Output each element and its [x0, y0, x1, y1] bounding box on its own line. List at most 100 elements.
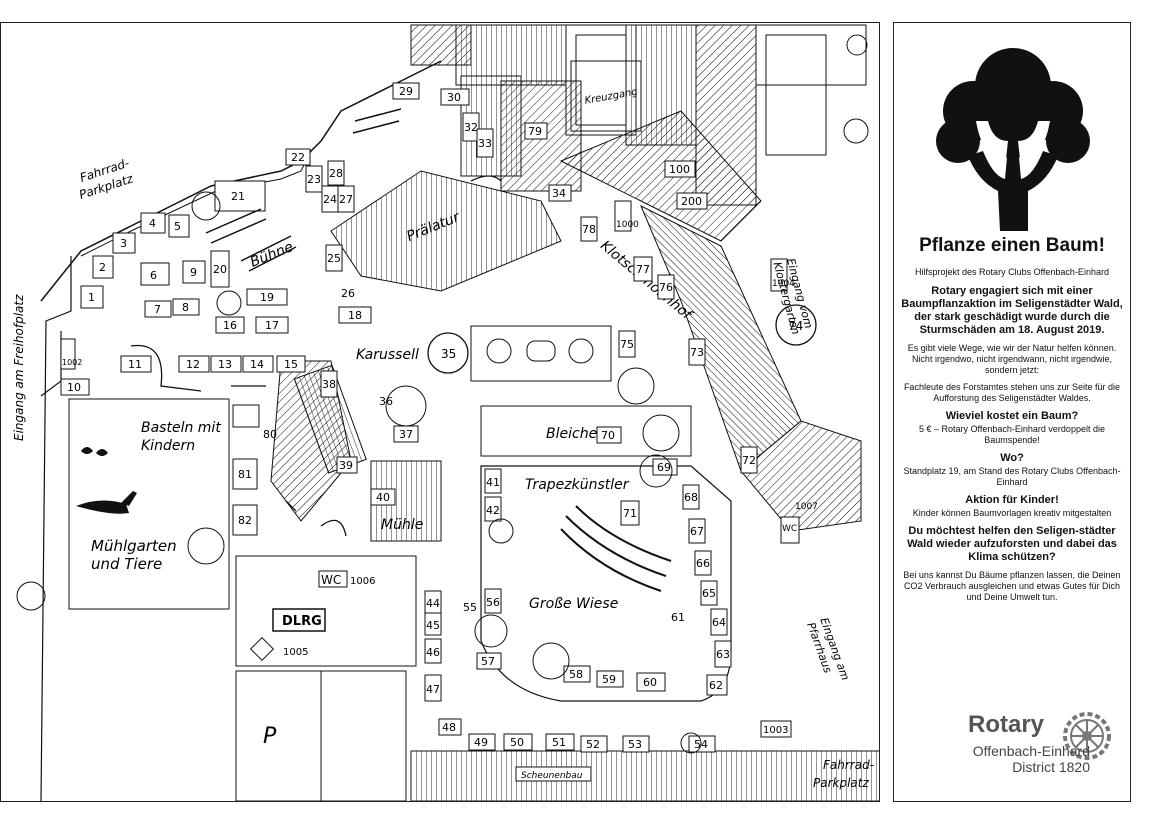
benches	[205, 108, 402, 272]
stand-15: 15	[284, 358, 298, 371]
trapezkuenstler-label: Trapezkünstler	[525, 477, 630, 493]
stand-3: 3	[120, 237, 127, 250]
stand-51: 51	[552, 736, 566, 749]
festival-site-map: Kreuzgang Prälatur Klotschmohnhof Mühle …	[0, 22, 880, 802]
stand-17: 17	[265, 319, 279, 332]
panel-cost-heading: Wieviel kostet ein Baum?	[945, 410, 1079, 422]
grosse-wiese-label: Große Wiese	[529, 596, 618, 612]
stand-4: 4	[149, 217, 156, 230]
rotary-wordmark: Rotary	[968, 711, 1045, 738]
stand-65: 65	[702, 587, 716, 600]
stand-59: 59	[602, 673, 616, 686]
bleiche-label: Bleiche	[546, 426, 597, 442]
stand-62: 62	[709, 679, 723, 692]
stand-38: 38	[322, 378, 336, 391]
peacock-icon	[76, 491, 137, 514]
panel-help-heading: Du möchtest helfen den Seligen-städter W…	[907, 525, 1117, 563]
stand-32: 32	[464, 121, 478, 134]
stand-2: 2	[99, 261, 106, 274]
panel-text-2: Fachleute des Forstamtes stehen uns zur …	[903, 382, 1121, 403]
stand-7: 7	[154, 303, 161, 316]
stand-80: 80	[263, 428, 277, 441]
tree-hands-logo-icon	[936, 48, 1090, 231]
panel-intro: Rotary engagiert sich mit einer Baumpfla…	[901, 285, 1123, 336]
stand-76: 76	[659, 281, 673, 294]
fahrrad-bottom-label: Fahrrad-Parkplatz	[813, 758, 874, 790]
stand-26: 26	[341, 287, 355, 300]
stand-5: 5	[174, 220, 181, 233]
stand-10: 10	[67, 381, 81, 394]
stand-58: 58	[569, 668, 583, 681]
panel-title: Pflanze einen Baum!	[919, 235, 1105, 256]
eingang-freihof-label: Eingang am Freihofplatz	[12, 294, 26, 441]
stand-42: 42	[486, 504, 500, 517]
stand-100: 100	[669, 163, 690, 176]
stand-41: 41	[486, 476, 500, 489]
stand-14: 14	[250, 358, 264, 371]
stand-boxes: 1 2 3 4 5 6 7 8 9 10 11 12 13 14 15 16 1…	[60, 82, 818, 753]
panel-kids-text: Kinder können Baumvorlagen kreativ mitge…	[912, 508, 1112, 518]
eingang-pfarrhaus-label: Eingang amPfarrhaus	[804, 616, 852, 687]
panel-subtitle: Hilfsprojekt des Rotary Clubs Offenbach-…	[915, 267, 1109, 277]
stand-1004: 1004	[772, 279, 795, 289]
parking-label: P	[263, 724, 277, 749]
stand-12: 12	[186, 358, 200, 371]
stand-70: 70	[601, 429, 615, 442]
buehne-label: Bühne	[248, 239, 296, 271]
stand-1: 1	[88, 291, 95, 304]
stand-53: 53	[628, 738, 642, 751]
stand-46: 46	[426, 646, 440, 659]
stand-82: 82	[238, 514, 252, 527]
stand-1006: 1006	[350, 576, 375, 587]
stand-28: 28	[329, 167, 343, 180]
stand-33: 33	[478, 137, 492, 150]
dlrg-label: DLRG	[282, 614, 322, 629]
stand-29: 29	[399, 85, 413, 98]
info-panel: Pflanze einen Baum! Hilfsprojekt des Rot…	[893, 22, 1131, 802]
stand-200: 200	[681, 195, 702, 208]
stand-1005: 1005	[283, 647, 308, 658]
stand-37: 37	[399, 428, 413, 441]
stand-75: 75	[620, 338, 634, 351]
stand-45: 45	[426, 619, 440, 632]
stand-79: 79	[528, 125, 542, 138]
stand-73: 73	[690, 346, 704, 359]
panel-help-text: Bei uns kannst Du Bäume pflanzen lassen,…	[903, 570, 1121, 602]
trees	[16, 34, 869, 754]
panel-kids-heading: Aktion für Kinder!	[965, 494, 1059, 506]
stand-81: 81	[238, 468, 252, 481]
stand-27: 27	[339, 193, 353, 206]
stand-52: 52	[586, 738, 600, 751]
stand-68: 68	[684, 491, 698, 504]
muehlgarten-label: Mühlgarten und Tiere	[91, 537, 181, 573]
stand-49: 49	[474, 736, 488, 749]
panel-where-text: Standplatz 19, am Stand des Rotary Clubs…	[903, 466, 1121, 487]
stand-60: 60	[643, 676, 657, 689]
stand-9: 9	[190, 266, 197, 279]
panel-text-1: Es gibt viele Wege, wie wir der Natur he…	[907, 343, 1117, 375]
stand-72: 72	[742, 454, 756, 467]
stand-39: 39	[339, 459, 353, 472]
site-plan-drawing: Kreuzgang Prälatur Klotschmohnhof Mühle …	[12, 24, 879, 801]
stand-19: 19	[260, 291, 274, 304]
stand-44: 44	[426, 597, 440, 610]
stand-50: 50	[510, 736, 524, 749]
wc-1006-label: WC	[321, 573, 341, 587]
muehle-label: Mühle	[381, 517, 423, 533]
stand-56: 56	[486, 596, 500, 609]
karussell-label: Karussell	[356, 347, 419, 363]
wc-1007-label: WC	[782, 524, 797, 534]
stand-40: 40	[376, 491, 390, 504]
stand-78: 78	[582, 223, 596, 236]
stand-24: 24	[323, 193, 337, 206]
stand-21: 21	[231, 190, 245, 203]
stand-48: 48	[442, 721, 456, 734]
rotary-district: District 1820	[1012, 759, 1090, 775]
stand-63: 63	[716, 648, 730, 661]
stand-23: 23	[307, 173, 321, 186]
ducks-icon	[81, 447, 108, 456]
stand-20: 20	[213, 263, 227, 276]
stand-64: 64	[712, 616, 726, 629]
rotary-club-name: Offenbach-Einhard	[972, 743, 1090, 759]
stand-6: 6	[150, 269, 157, 282]
